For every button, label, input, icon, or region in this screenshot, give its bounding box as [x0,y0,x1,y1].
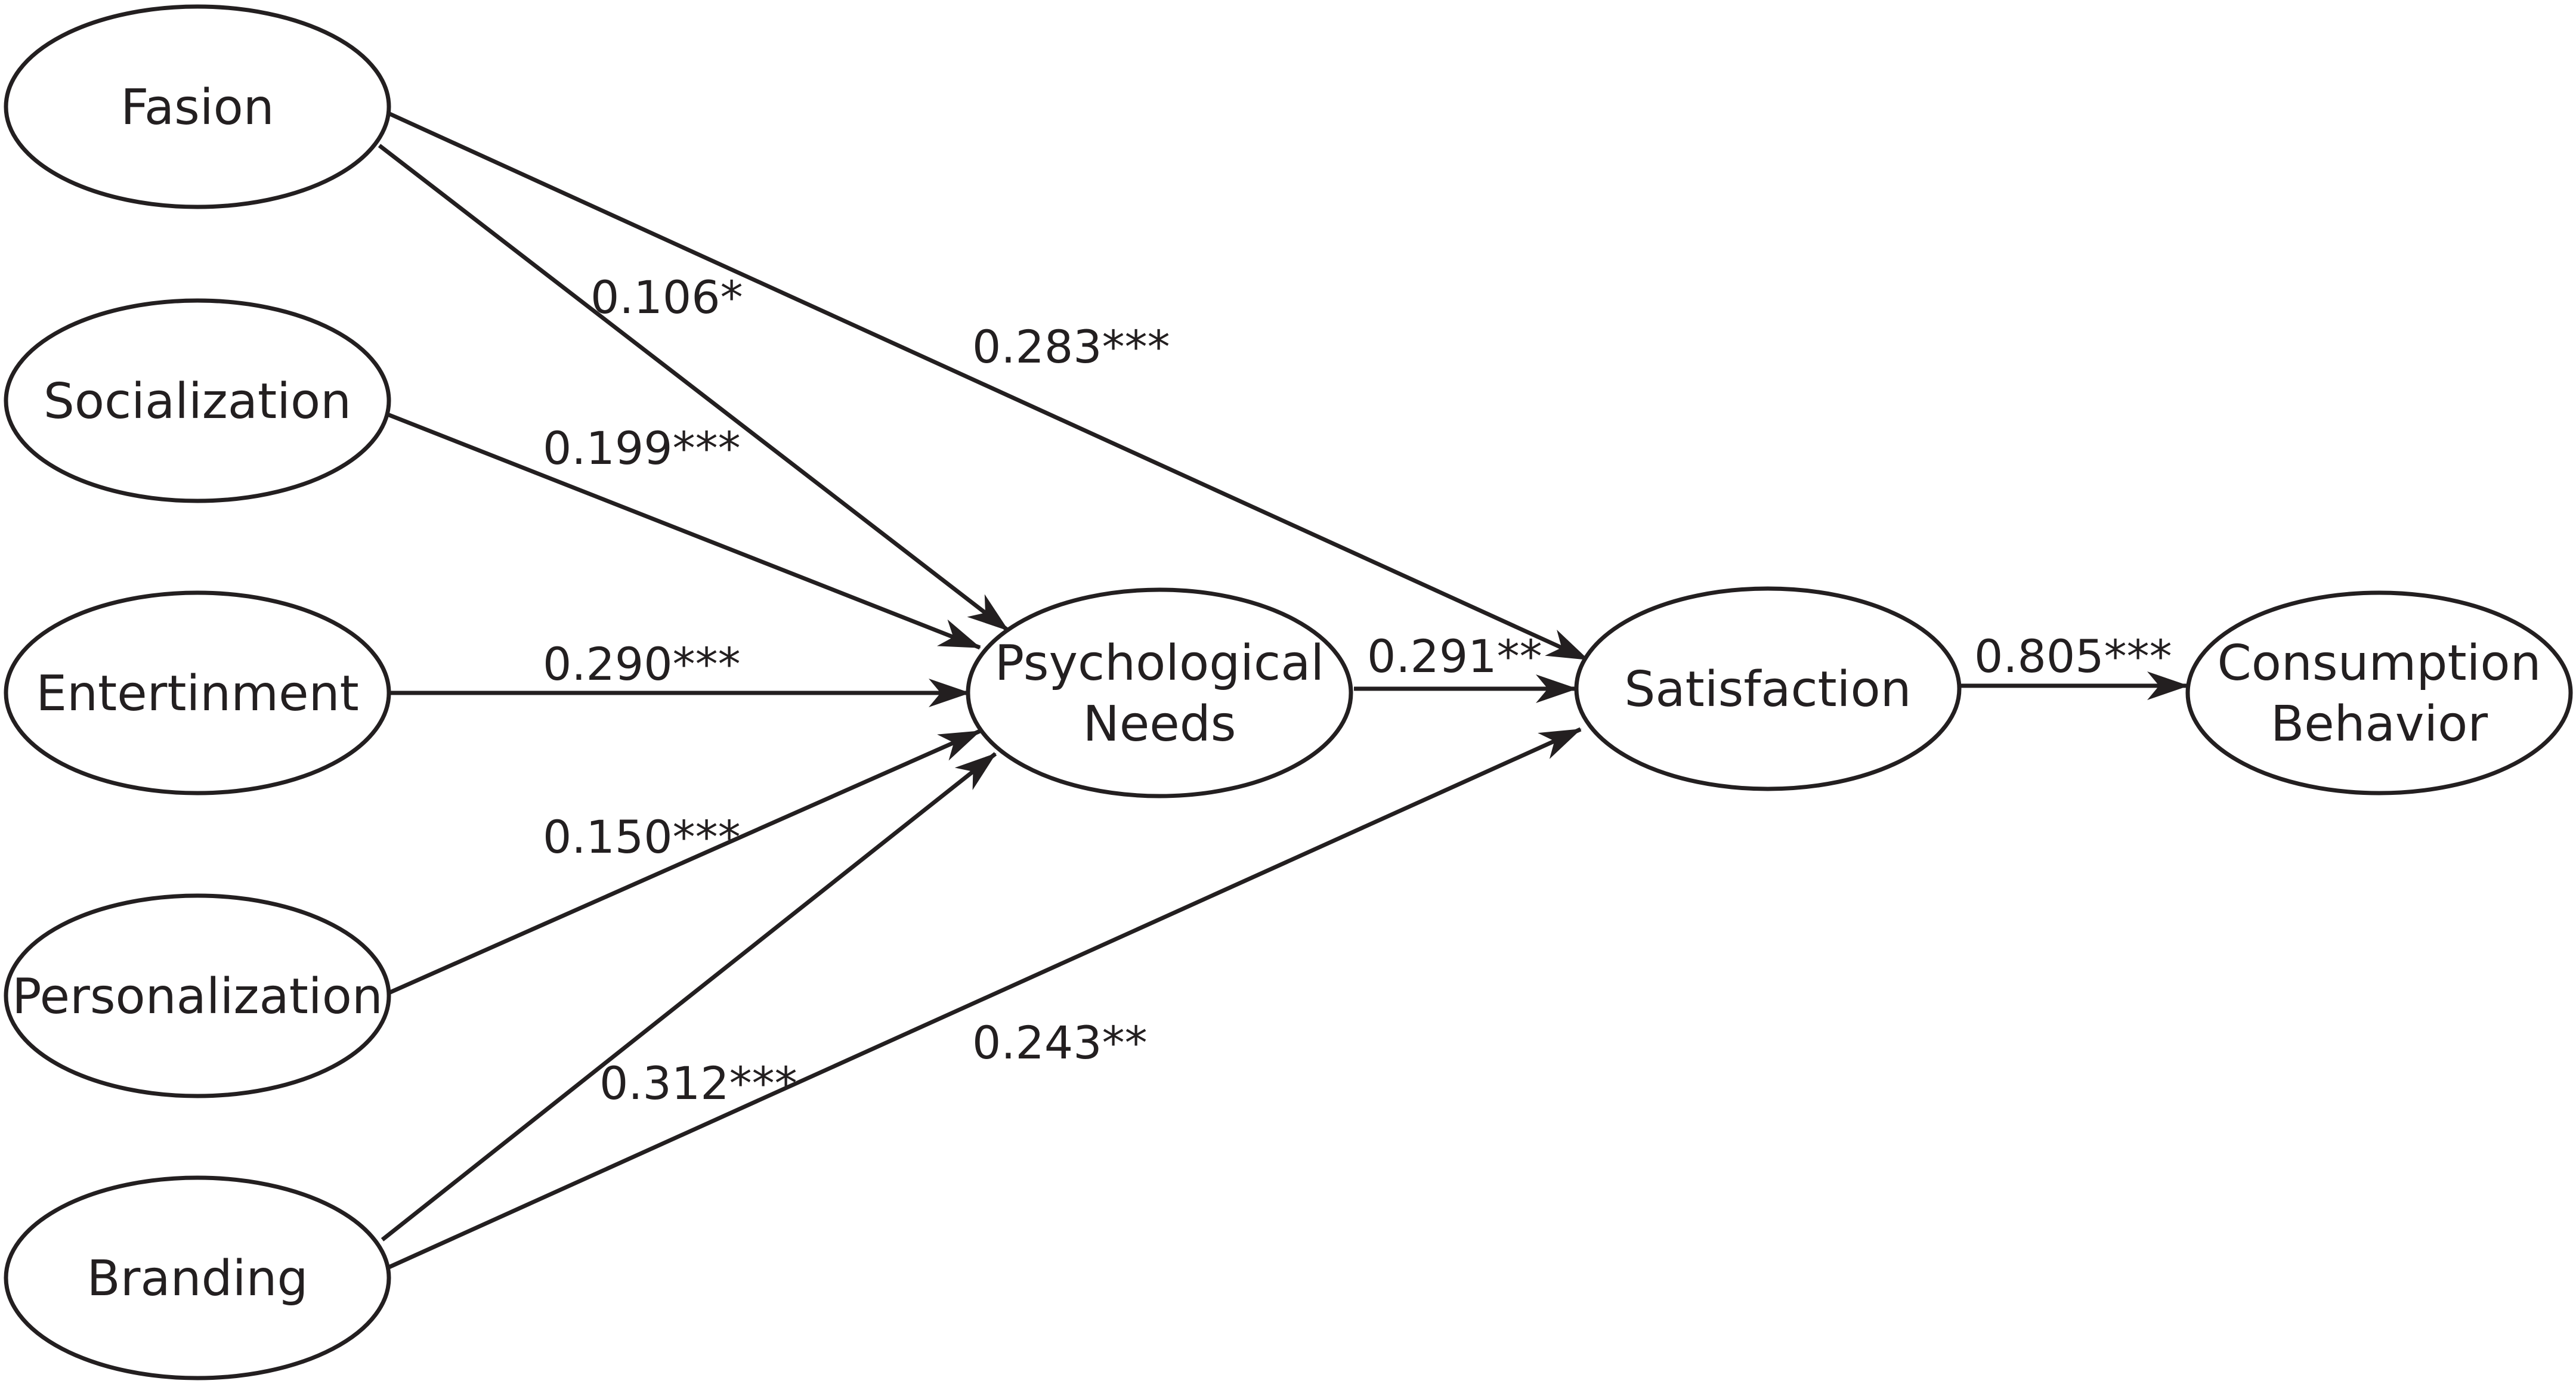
edge-label-branding-to-satisfaction: 0.243** [972,1016,1148,1069]
edge-label-fasion-to-psychological-needs: 0.106* [590,271,743,324]
node-label-psychological-needs-line-2: Needs [1083,696,1236,753]
node-ellipse-consumption-behavior [2185,590,2573,795]
edge-arrow-socialization-to-psychological-needs [386,412,981,650]
edge-label-satisfaction-to-consumption-behavior: 0.805*** [1974,630,2172,683]
edge-arrow-branding-to-psychological-needs [381,752,997,1242]
node-label-consumption-behavior-line-2: Behavior [2271,696,2488,753]
edge-arrow-fasion-to-satisfaction [385,110,1589,662]
edge-label-psychological-needs-to-satisfaction: 0.291** [1367,630,1542,683]
node-ellipse-personalization [4,893,391,1098]
node-ellipse-fasion [4,4,391,209]
node-label-fasion: Fasion [120,79,274,136]
node-label-satisfaction: Satisfaction [1624,661,1911,718]
node-label-consumption-behavior-line-1: Consumption [2217,635,2541,692]
node-entertainment: Entertinment [4,590,391,795]
node-label-socialization: Socialization [44,373,351,430]
node-ellipse-branding [4,1175,391,1380]
node-ellipse-socialization [4,298,391,503]
edge-arrow-fasion-to-psychological-needs [378,144,1010,632]
node-label-personalization: Personalization [12,968,383,1025]
edge-label-entertainment-to-psychological-needs: 0.290*** [543,637,741,691]
edge-label-fasion-to-satisfaction: 0.283*** [972,320,1170,373]
node-satisfaction: Satisfaction [1574,586,1962,791]
node-label-entertainment: Entertinment [36,665,358,722]
node-fasion: Fasion [4,4,391,209]
node-label-psychological-needs-line-1: Psychological [995,635,1324,692]
edge-label-branding-to-psychological-needs: 0.312*** [599,1057,797,1110]
node-ellipse-satisfaction [1574,586,1962,791]
edge-arrow-branding-to-satisfaction [386,727,1582,1270]
edge-arrow-personalization-to-psychological-needs [388,729,981,995]
node-branding: Branding [4,1175,391,1380]
node-label-branding: Branding [86,1250,308,1307]
edge-label-personalization-to-psychological-needs: 0.150*** [543,810,741,863]
node-socialization: Socialization [4,298,391,503]
node-ellipse-entertainment [4,590,391,795]
node-ellipse-psychological-needs [966,587,1353,798]
edge-label-socialization-to-psychological-needs: 0.199*** [543,422,741,475]
node-personalization: Personalization [4,893,391,1098]
